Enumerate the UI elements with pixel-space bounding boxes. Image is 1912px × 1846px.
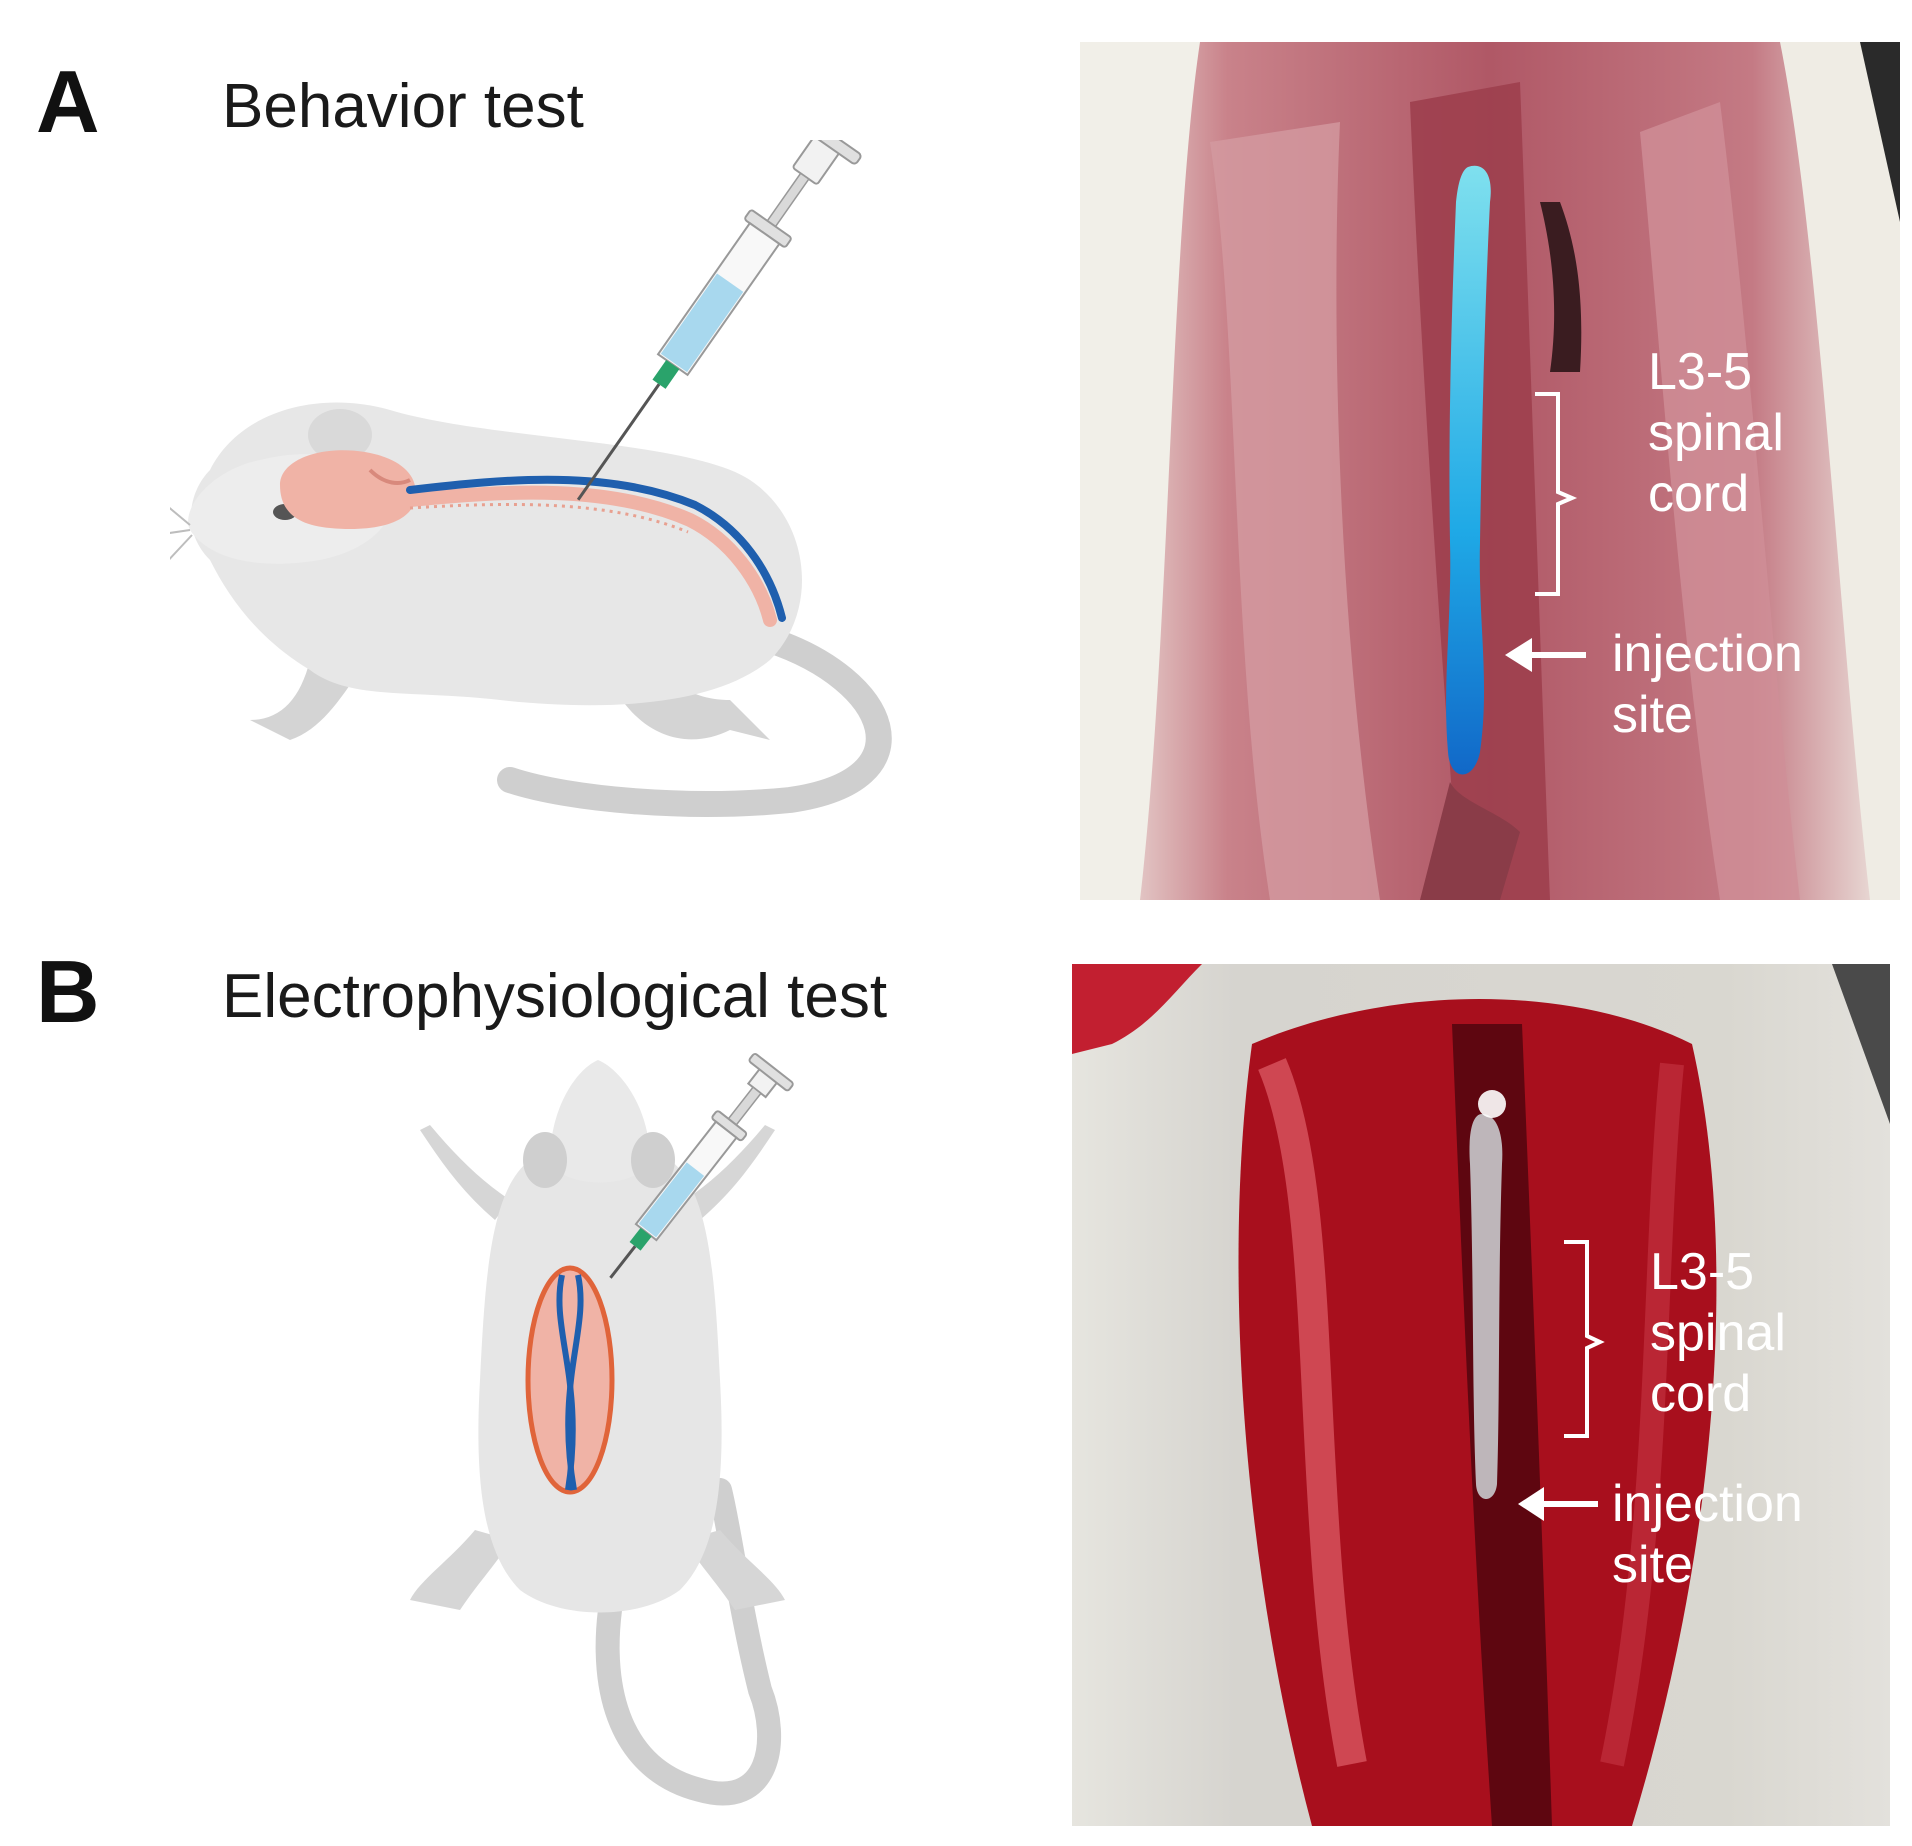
bracket-b — [1564, 1240, 1605, 1438]
rat-right-arm — [685, 1125, 775, 1220]
rat-head — [550, 1060, 650, 1183]
syringe — [576, 140, 862, 501]
surgical-photo-a: L3-5 spinal cord injection site — [1080, 42, 1900, 900]
rat-left-ear — [523, 1132, 567, 1188]
panel-title-behavior-test: Behavior test — [222, 72, 584, 141]
surgical-photo-b: L3-5 spinal cord injection site — [1072, 964, 1890, 1826]
injection-site-label-a: injection site — [1612, 625, 1803, 744]
rat-side-view-illustration — [170, 140, 892, 817]
brain — [280, 450, 416, 530]
rat-right-leg — [685, 1530, 785, 1610]
rat-ear — [308, 409, 372, 461]
rat-left-leg — [410, 1530, 510, 1610]
spinal-cord — [403, 485, 777, 627]
panel-letter-b: B — [36, 942, 100, 1041]
panel-title-electrophysiological-test: Electrophysiological test — [222, 962, 888, 1031]
rat-whiskers — [170, 507, 193, 561]
syringe — [609, 1053, 794, 1279]
injection-site-label-b: injection site — [1612, 1475, 1803, 1594]
rat-tail — [497, 627, 892, 817]
exposed-spinal-cord — [1469, 1114, 1503, 1499]
spinal-level-label-b: L3-5 spinal cord — [1650, 1243, 1786, 1423]
bracket-a — [1535, 392, 1578, 596]
rat-left-arm — [420, 1125, 510, 1220]
spine-vertebrae — [406, 475, 786, 622]
arrow-b — [1518, 1487, 1598, 1521]
rat-right-ear — [631, 1132, 675, 1188]
rat-top-view-illustration — [410, 1053, 794, 1806]
blue-dyed-spinal-cord — [1446, 165, 1491, 775]
spinal-level-label-a: L3-5 spinal cord — [1648, 343, 1784, 523]
panel-letter-a: A — [36, 52, 100, 151]
arrow-a — [1505, 638, 1586, 672]
